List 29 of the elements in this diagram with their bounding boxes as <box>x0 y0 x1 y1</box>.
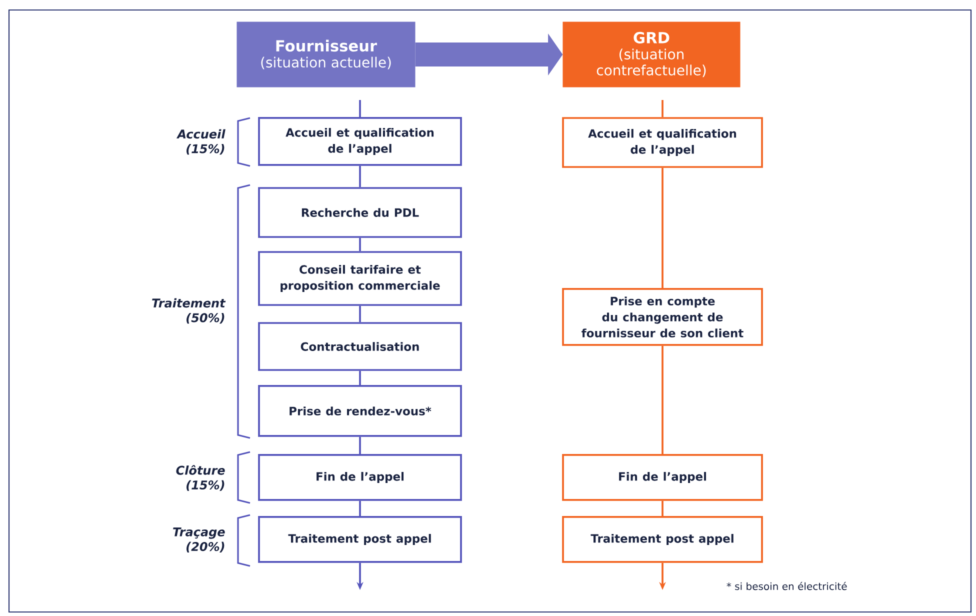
header-box: Fournisseur (situation actuelle) <box>236 22 416 88</box>
connector-line <box>359 370 361 386</box>
connector-line <box>359 306 361 322</box>
connector-line <box>662 500 664 516</box>
phase-label: Traçage (20%) <box>173 528 225 552</box>
process-box: Fin de l’appel <box>258 454 462 501</box>
connector-line <box>359 436 361 454</box>
process-box: Prise de rendez-vous* <box>258 385 462 437</box>
process-box: Accueil et qualification de l’appel <box>258 117 462 166</box>
footnote: * si besoin en électricité <box>726 582 847 590</box>
connector-line <box>662 346 664 454</box>
connector-line <box>359 238 361 252</box>
phase-label: Accueil (15%) <box>176 129 226 155</box>
connector-line <box>359 500 361 516</box>
process-box: Fin de l’appel <box>562 454 763 501</box>
process-box: Accueil et qualification de l’appel <box>562 117 763 168</box>
connector-line <box>662 100 664 118</box>
process-box: Traitement post appel <box>562 516 763 563</box>
phase-label: Clôture (15%) <box>176 465 225 491</box>
process-box: Traitement post appel <box>258 516 462 563</box>
process-box: Recherche du PDL <box>258 187 462 238</box>
process-box: Prise en compte du changement de fournisseur de son client <box>562 288 763 346</box>
connector-line <box>359 166 361 188</box>
header-box: GRD (situation contrefactuelle) <box>562 22 740 88</box>
connector-line <box>359 100 361 118</box>
connector-line <box>662 168 664 288</box>
process-box: Contractualisation <box>258 322 462 371</box>
process-box: Conseil tarifaire et proposition commerciale <box>258 251 462 306</box>
phase-label: Traitement (50%) <box>152 298 226 324</box>
